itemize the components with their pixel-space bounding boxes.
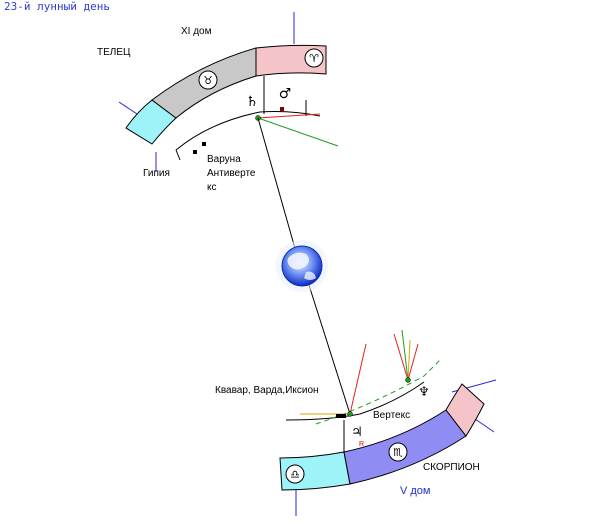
green-aspect-line	[401, 329, 409, 381]
red-aspect-line	[407, 343, 419, 381]
gipia-marker	[193, 150, 197, 154]
varuna-label: Варуна	[207, 154, 241, 165]
scorpio-icon-circle	[388, 442, 408, 462]
inner-arc	[175, 111, 321, 151]
green-aspect-line	[257, 117, 339, 147]
gipia-label: Гипия	[143, 168, 170, 179]
vertex-label: Вертекс	[373, 410, 410, 421]
red-aspect-line	[393, 333, 409, 381]
antivertex-label-1: Антиверте	[207, 168, 256, 179]
axis-line-lower	[307, 281, 351, 415]
inner-arc	[285, 381, 425, 421]
lower-sign-label: СКОРПИОН	[423, 462, 480, 473]
upper-zodiac-arc: ♉ ♈ ♄ ♂ XI дом ТЕЛЕЦ Гипия Варуна Антиве…	[97, 12, 339, 193]
retrograde-mark: R	[359, 441, 364, 448]
axis-line-upper	[257, 117, 297, 253]
mars-icon: ♂	[279, 86, 292, 102]
aries-icon: ♈	[309, 52, 319, 65]
red-aspect-line	[257, 113, 321, 119]
vertex-point	[347, 411, 353, 417]
radial-tick	[175, 149, 181, 161]
libra-icon: ♎	[290, 468, 300, 481]
quaoar-marker	[336, 414, 346, 418]
varuna-marker	[202, 142, 206, 146]
taurus-icon: ♉	[203, 74, 213, 87]
libra-icon-circle	[285, 464, 305, 484]
neptune-point	[405, 377, 411, 383]
sign-band-sagittarius	[445, 383, 485, 437]
upper-house-label: XI дом	[181, 26, 212, 37]
taurus-icon-circle	[198, 70, 218, 90]
mars-marker	[280, 107, 284, 111]
lower-zodiac-arc: ♎ ♏ ♆ ♃ R Квавар, Варда,Иксион Вертекс С…	[215, 329, 497, 516]
neptune-icon: ♆	[418, 385, 430, 400]
orange-aspect-line	[407, 339, 411, 381]
upper-sign-label: ТЕЛЕЦ	[97, 47, 131, 58]
aries-icon-circle	[304, 48, 324, 68]
red-aspect-line	[349, 343, 367, 415]
page-title: 23-й лунный день	[4, 0, 110, 13]
lower-house-label: V дом	[400, 485, 431, 497]
earth-globe-icon	[276, 240, 328, 292]
jupiter-icon: ♃	[351, 425, 363, 440]
quaoar-label: Квавар, Варда,Иксион	[215, 385, 319, 396]
saturn-icon: ♄	[246, 94, 259, 110]
scorpio-icon: ♏	[393, 446, 403, 459]
antivertex-label-2: кс	[207, 182, 217, 193]
